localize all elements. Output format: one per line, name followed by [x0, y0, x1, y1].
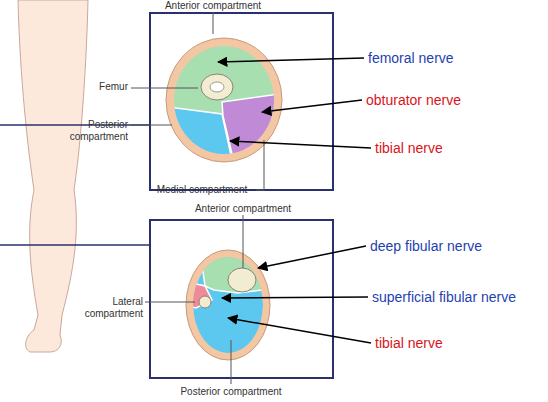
bone-label: Femur: [58, 81, 128, 93]
nerve-label: tibial nerve: [375, 335, 545, 351]
nerve-label: superficial fibular nerve: [372, 289, 548, 305]
section-line: [0, 244, 150, 246]
compartment-label: Anterior compartment: [163, 203, 323, 215]
compartment-label: Posterior compartment: [58, 119, 128, 142]
anterior-compartment: [200, 250, 262, 293]
section-frame: [150, 220, 333, 378]
medial-compartment: [222, 94, 280, 158]
section-frame: [150, 13, 333, 190]
nerve-label: femoral nerve: [368, 50, 538, 66]
nerve-label: obturator nerve: [366, 92, 536, 108]
fibula-bone: [199, 296, 211, 308]
compartment-label: Anterior compartment: [133, 0, 293, 12]
leader-line: [256, 140, 264, 190]
pointer-arrow: [228, 318, 371, 343]
leg-skin: [186, 250, 270, 360]
nerve-label: deep fibular nerve: [370, 238, 546, 254]
lateral-compartment: [188, 282, 212, 308]
femur-bone: [201, 74, 233, 100]
pointer-arrow: [222, 297, 368, 298]
leader-line: [131, 88, 198, 89]
compartment-label: Lateral compartment: [73, 296, 143, 319]
marrow-cavity: [210, 82, 224, 92]
nerve-label: tibial nerve: [375, 140, 545, 156]
pointer-arrow: [258, 246, 366, 268]
leader-line: [145, 302, 195, 303]
leader-line: [213, 12, 214, 34]
pointer-arrow: [218, 58, 364, 62]
leader-line: [243, 215, 244, 268]
leg-silhouette: [18, 0, 88, 352]
compartment-label: Posterior compartment: [151, 386, 311, 398]
posterior-compartment: [160, 106, 232, 160]
compartment-label: Medial compartment: [150, 184, 254, 196]
pointer-arrow: [262, 100, 362, 112]
pointer-arrow: [230, 141, 371, 148]
leader-line: [231, 340, 232, 384]
leader-line: [131, 125, 172, 126]
tibia-bone: [228, 268, 256, 292]
